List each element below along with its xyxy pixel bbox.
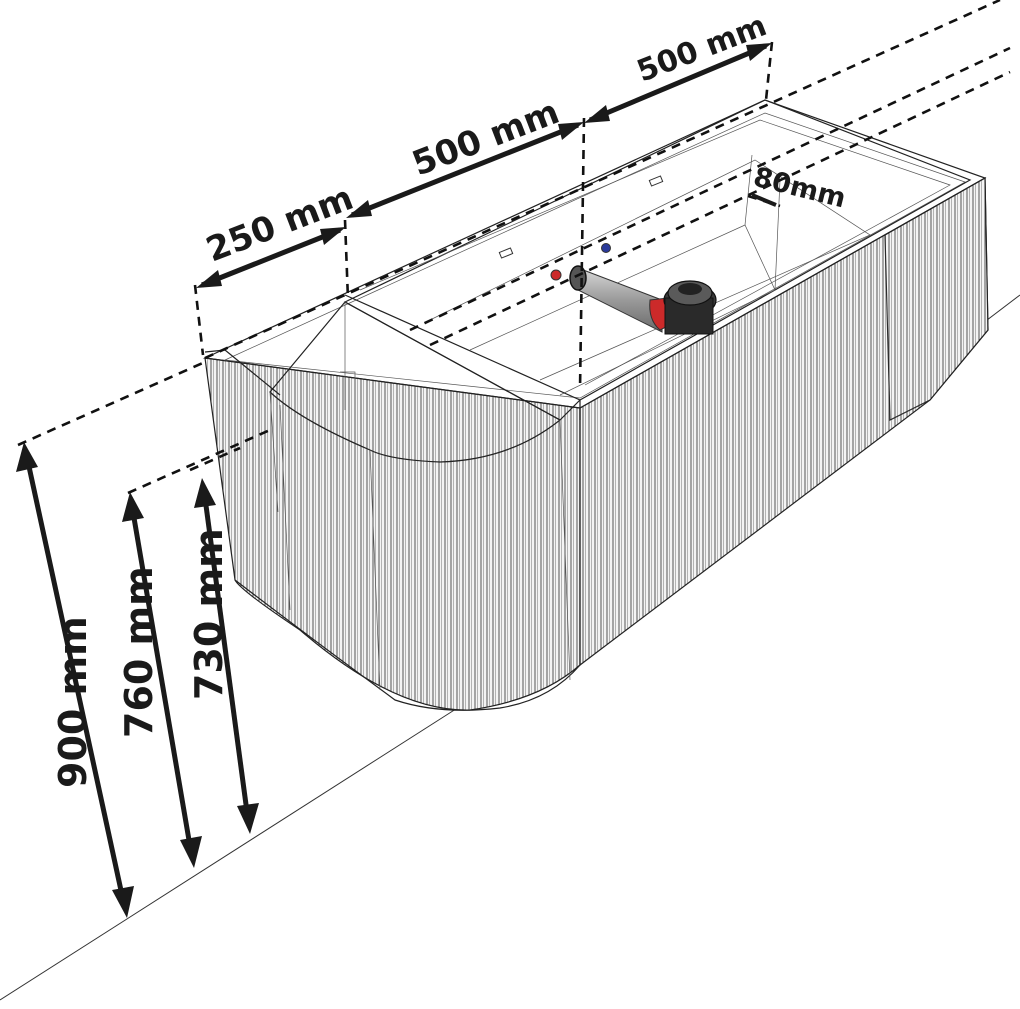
- tub-bowl-left: [269, 301, 562, 463]
- label-overflow-offset: 80mm: [750, 162, 849, 215]
- label-width-right: 500 mm: [632, 8, 771, 89]
- label-height-mid: 760 mm: [117, 566, 161, 738]
- overflow-pipe: [577, 267, 663, 333]
- dimension-arrows: [16, 43, 777, 918]
- tub-left-end-panel: [204, 357, 581, 711]
- bathtub: [202, 99, 989, 711]
- pipe-inlet-ring: [569, 265, 587, 291]
- cold-valve-icon: [601, 243, 611, 253]
- label-width-middle: 500 mm: [407, 92, 565, 184]
- label-height-total: 900 mm: [51, 616, 95, 788]
- tub-right-end-panel: [884, 176, 989, 421]
- hot-valve-icon: [550, 269, 562, 281]
- mount-clip-2: [648, 175, 664, 187]
- tub-inner-shelf: [359, 119, 951, 386]
- label-height-low: 730 mm: [187, 528, 231, 700]
- tub-bottom-edge: [234, 579, 581, 711]
- tub-rim-inner: [223, 112, 966, 399]
- tub-rim-outer: [202, 99, 987, 409]
- drain-trap-cap: [678, 283, 702, 295]
- mount-clip-1: [498, 247, 514, 259]
- drain-assembly: [550, 243, 717, 335]
